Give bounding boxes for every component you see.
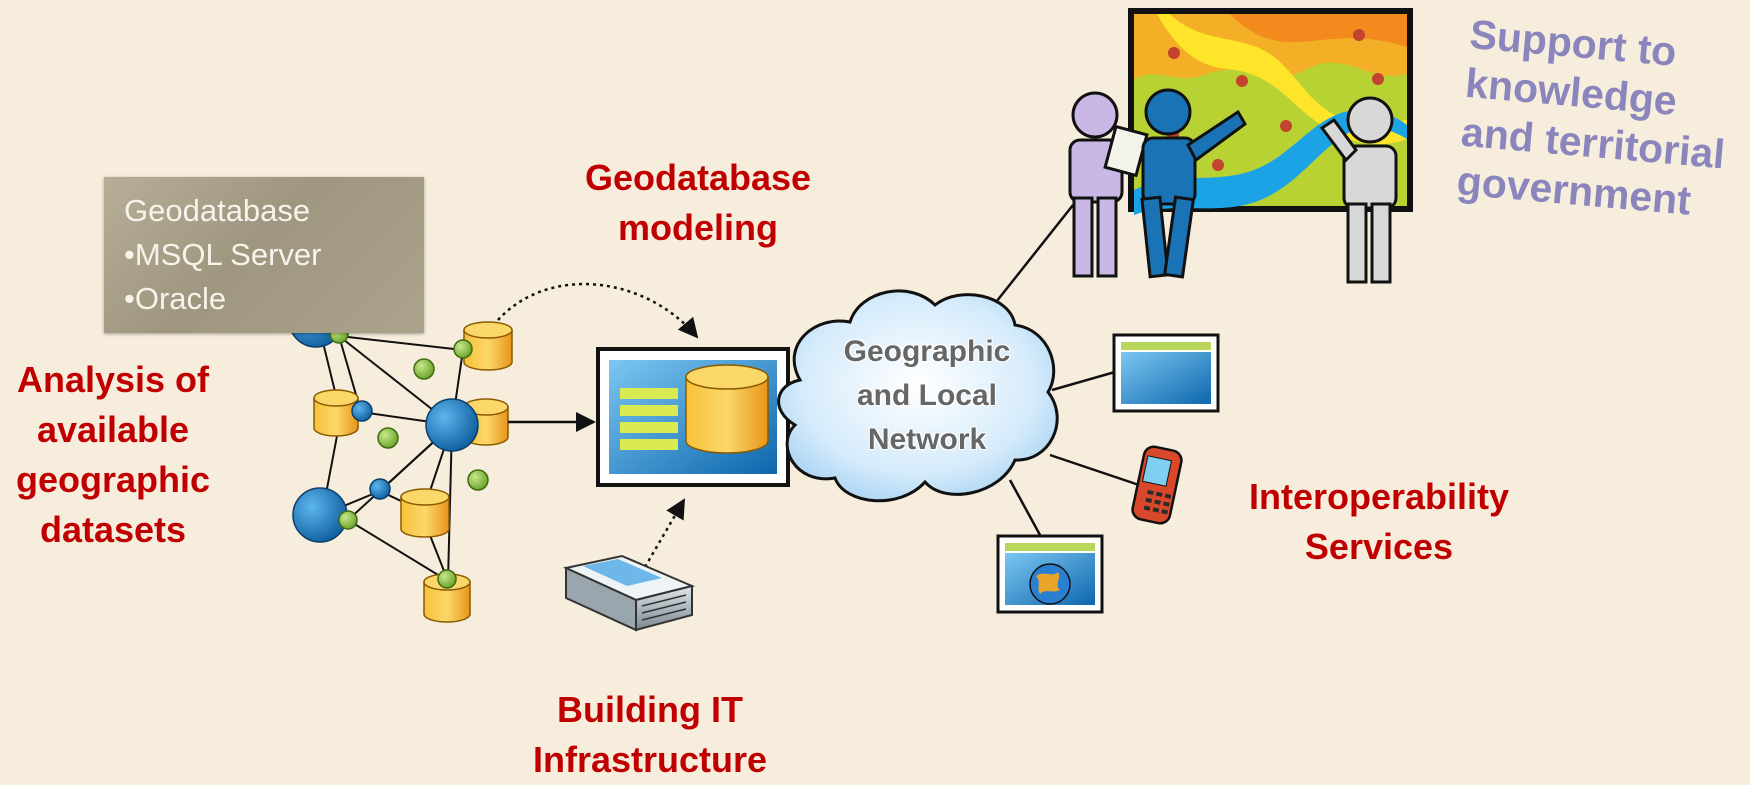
connection-line bbox=[984, 204, 1143, 536]
label-support: Support to knowledge and territorial gov… bbox=[1455, 10, 1727, 224]
database-cylinder-icon bbox=[313, 321, 513, 623]
cloud-label: Geographic and Local Network bbox=[843, 335, 1011, 456]
flow-arrow bbox=[497, 282, 699, 568]
cloud-icon bbox=[777, 289, 1059, 503]
geodatabase-box: Geodatabase •MSQL Server •Oracle bbox=[104, 177, 424, 333]
label-analysis: Analysis of available geographic dataset… bbox=[15, 359, 211, 550]
network-node-icon bbox=[329, 324, 489, 589]
label-infrastructure: Building IT Infrastructure bbox=[532, 689, 768, 780]
server-icon bbox=[562, 554, 696, 632]
label-interoperability: Interoperability Services bbox=[1248, 476, 1510, 567]
network-graph-icon bbox=[317, 321, 487, 582]
geodatabase-box-item: •MSQL Server bbox=[124, 237, 322, 272]
label-modeling: Geodatabase modeling bbox=[584, 157, 812, 248]
globe-window-icon bbox=[996, 534, 1104, 614]
geodatabase-box-item: •Oracle bbox=[124, 281, 227, 316]
mobile-phone-icon bbox=[1131, 445, 1183, 525]
geodatabase-box-title: Geodatabase bbox=[124, 193, 311, 228]
window-icon bbox=[1112, 333, 1220, 413]
database-application-icon bbox=[596, 347, 790, 487]
people-viewing-map-icon bbox=[1068, 8, 1413, 284]
